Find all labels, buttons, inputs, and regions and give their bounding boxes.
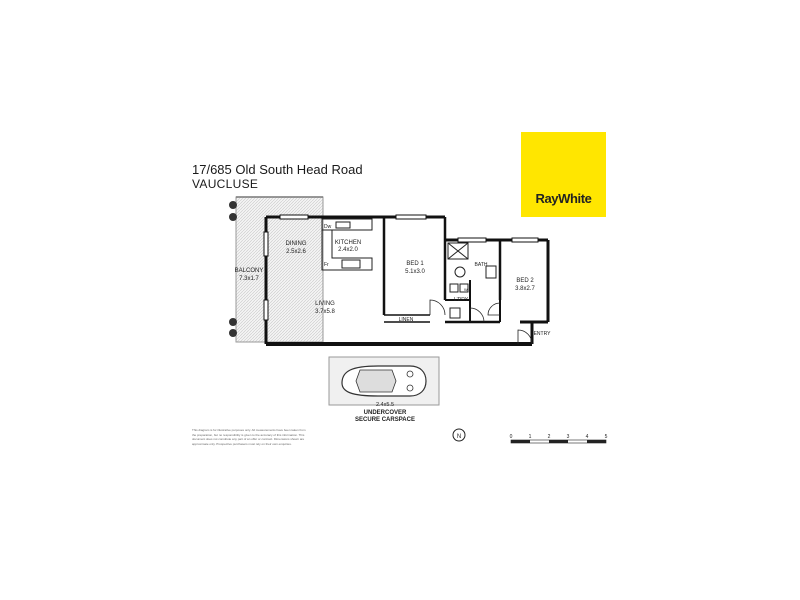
carspace-line1: UNDERCOVER <box>364 410 407 416</box>
kitchen-name: KITCHEN <box>335 240 361 246</box>
laundry-name: L'DRY <box>454 297 469 303</box>
living-size: 3.7x5.8 <box>315 309 335 315</box>
carspace-line2: SECURE CARSPACE <box>355 417 415 423</box>
bed2-name: BED 2 <box>516 278 534 284</box>
disclaimer-text: This diagram is for illustrative purpose… <box>192 428 306 446</box>
plant-icon <box>229 201 237 209</box>
living-name: LIVING <box>315 301 335 307</box>
balcony-size: 7.3x1.7 <box>239 276 259 282</box>
balcony <box>229 196 324 343</box>
north-compass-icon: N <box>452 428 466 442</box>
kitchen-size: 2.4x2.0 <box>338 247 358 253</box>
laundry-fittings <box>449 283 469 319</box>
bath-name: BATH <box>475 262 488 268</box>
entry-name: ENTRY <box>534 331 552 337</box>
linen-name: LINEN <box>399 317 414 323</box>
washer-label: W <box>464 287 468 292</box>
bath-fittings <box>447 242 497 279</box>
scale-tick: 5 <box>605 434 608 440</box>
bed1-name: BED 1 <box>406 261 424 267</box>
carspace <box>328 356 440 406</box>
address-suburb: VAUCLUSE <box>192 177 259 191</box>
doors <box>429 299 533 345</box>
plant-icon <box>229 318 237 326</box>
dining-size: 2.5x2.6 <box>286 249 306 255</box>
compass-label: N <box>457 434 461 440</box>
dining-name: DINING <box>286 241 307 247</box>
scale-tick: 4 <box>586 434 589 440</box>
carspace-size: 2.4x5.5 <box>376 402 394 408</box>
plant-icon <box>229 329 237 337</box>
kitchen-bench <box>321 218 373 271</box>
scale-tick: 1 <box>529 434 532 440</box>
balcony-name: BALCONY <box>235 268 264 274</box>
address-street: 17/685 Old South Head Road <box>192 162 363 177</box>
bed1-size: 5.1x3.0 <box>405 269 425 275</box>
scale-tick: 2 <box>548 434 551 440</box>
windows <box>263 214 539 321</box>
raywhite-logo: RayWhite <box>521 132 606 217</box>
scale-bar: 0 1 2 3 4 5 <box>510 434 608 444</box>
brand-name: RayWhite <box>535 191 592 206</box>
scale-tick: 3 <box>567 434 570 440</box>
bed2-size: 3.8x2.7 <box>515 286 535 292</box>
car-icon <box>341 365 427 397</box>
dishwasher-label: Dw <box>324 224 332 230</box>
fridge-label: Fr <box>324 262 329 268</box>
plant-icon <box>229 213 237 221</box>
scale-tick: 0 <box>510 434 513 440</box>
